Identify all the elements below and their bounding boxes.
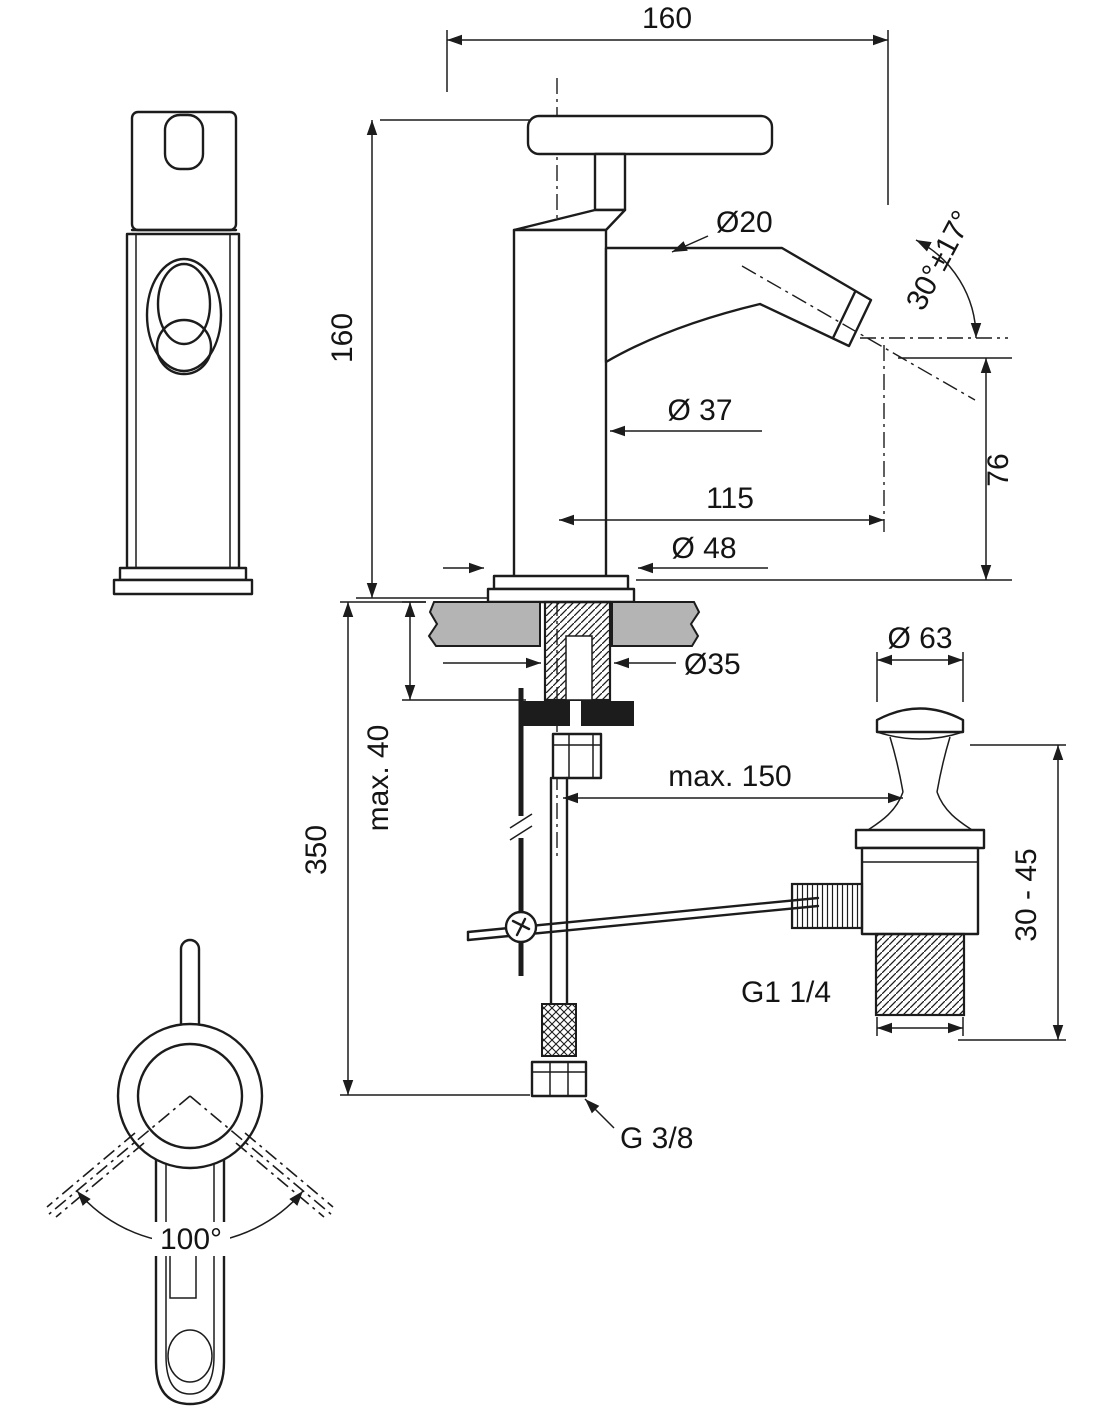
base-upper [492, 574, 630, 591]
aerator-line [831, 290, 857, 340]
bottom-spout-end [167, 1329, 213, 1383]
leader-spout-od [671, 235, 709, 253]
body-cone [512, 208, 627, 232]
dim-height-body: 160 [326, 313, 359, 363]
dim-handle-swivel: 100° [160, 1223, 222, 1256]
bottom-body-outer [154, 1158, 226, 1406]
front-handle-knob [155, 318, 213, 376]
dim-waste-thread: G1 1/4 [741, 976, 831, 1009]
bottom-body-slot [169, 1251, 197, 1299]
base-lower [486, 587, 636, 604]
spout-axis [741, 265, 976, 401]
dim-width-overall: 160 [642, 2, 692, 35]
dim-spout-reach: 115 [706, 482, 754, 515]
dim-base-od: Ø 48 [671, 532, 736, 565]
mounting-nut [551, 732, 603, 780]
dim-body-od: Ø 37 [667, 394, 732, 427]
ghost-axis-right [189, 1095, 333, 1216]
waste-body [860, 846, 980, 936]
dim-rod-reach-max: max. 150 [668, 760, 791, 793]
under-deck [466, 600, 820, 1098]
bottom-body-inner [165, 1164, 215, 1395]
waste-tail-thread [874, 932, 966, 1017]
front-handle-ring [145, 257, 223, 373]
bottom-ring-inner [136, 1042, 244, 1150]
rod-break-mask [508, 816, 534, 838]
front-view [112, 110, 254, 596]
waste-cap [875, 707, 965, 734]
lever-neck [593, 152, 627, 212]
braided-hose [541, 1003, 577, 1057]
deck-left [427, 601, 541, 647]
dim-spout-angle: 30°±17° [900, 205, 979, 315]
ghost-axis-left [47, 1095, 191, 1216]
spout-angle-arc [915, 239, 982, 339]
spout [604, 246, 873, 364]
dim-spout-od: Ø20 [716, 206, 773, 239]
dim-deck-max: max. 40 [362, 725, 395, 832]
waste-rod-knob [790, 882, 864, 930]
deck-section [427, 601, 701, 647]
dim-waste-cap-od: Ø 63 [887, 622, 952, 655]
front-base-upper [118, 566, 248, 582]
front-base-lower [112, 578, 254, 596]
swivel-label-mask [152, 1222, 230, 1256]
deck-right [611, 601, 701, 647]
dim-waste-height-range: 30 - 45 [1010, 848, 1043, 941]
dim-overall-height: 350 [300, 825, 333, 875]
front-handle-inner [156, 262, 212, 346]
dim-hole-od: Ø35 [684, 648, 741, 681]
hose-nut [530, 1060, 588, 1098]
front-lever-slot [163, 113, 205, 171]
bottom-view: 100° [46, 938, 334, 1406]
lever-handle [526, 114, 774, 156]
dim-outlet-height: 76 [982, 453, 1015, 486]
shank-bore [565, 635, 593, 701]
washer-notch [570, 701, 581, 726]
waste-assembly [790, 707, 986, 1017]
faucet-body [512, 228, 608, 580]
dim-supply-thread: G 3/8 [620, 1122, 693, 1155]
leader-supply-thread [584, 1098, 615, 1129]
waste-flange [854, 828, 986, 850]
